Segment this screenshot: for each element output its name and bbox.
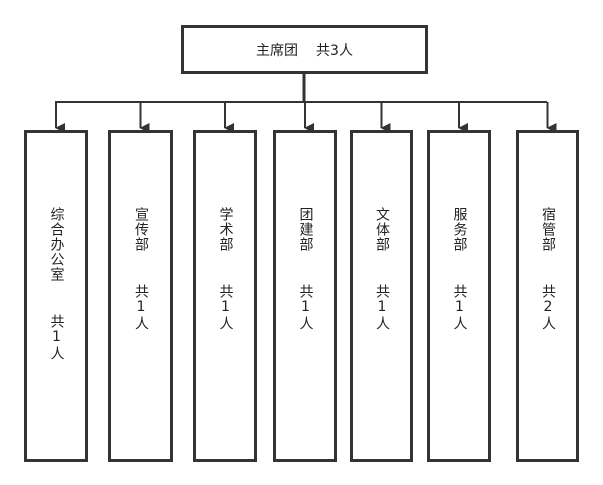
dept-name: 宿管部	[540, 207, 556, 252]
dept-node-league-building[interactable]: 团建部 共1人	[273, 130, 337, 462]
dept-count: 共1人	[48, 314, 65, 361]
root-node-name: 主席团	[256, 42, 299, 59]
dept-node-arts-sports[interactable]: 文体部 共1人	[350, 130, 413, 462]
dept-count: 共1人	[133, 284, 149, 331]
dept-node-dormitory[interactable]: 宿管部 共2人	[516, 130, 579, 462]
dept-name: 宣传部	[133, 207, 149, 252]
dept-name: 综合办公室	[48, 207, 65, 282]
root-node-count: 共3人	[316, 42, 353, 59]
dept-node-service[interactable]: 服务部 共1人	[427, 130, 491, 462]
dept-name: 团建部	[297, 207, 314, 252]
dept-node-publicity[interactable]: 宣传部 共1人	[108, 130, 173, 462]
dept-name: 服务部	[451, 207, 468, 252]
dept-count: 共1人	[451, 284, 468, 331]
dept-name: 学术部	[217, 207, 234, 252]
dept-node-academic[interactable]: 学术部 共1人	[193, 130, 257, 462]
dept-name: 文体部	[374, 207, 390, 252]
root-node-chairman-group[interactable]: 主席团 共3人	[181, 25, 428, 74]
dept-count: 共1人	[374, 284, 390, 331]
dept-node-general-office[interactable]: 综合办公室 共1人	[24, 130, 88, 462]
dept-count: 共1人	[297, 284, 314, 331]
dept-count: 共2人	[540, 284, 556, 331]
dept-count: 共1人	[217, 284, 234, 331]
